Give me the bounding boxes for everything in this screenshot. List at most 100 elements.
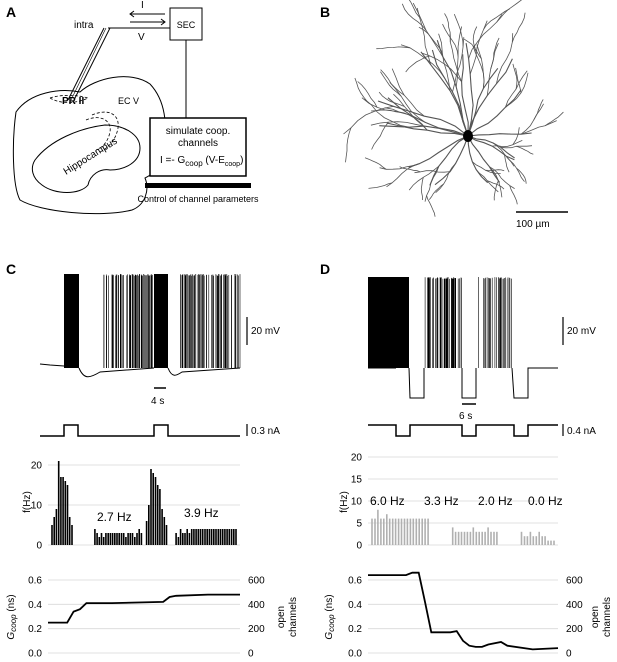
dendrite-branch [444,13,451,43]
frequency-bar [457,531,460,545]
eq-mid: (V-E [203,155,226,166]
dendrite-branch [461,54,469,137]
freq-annotation-d-3: 2.0 Hz [478,494,513,508]
frequency-bar [71,525,73,545]
current-symbol: I [141,0,144,11]
frequency-bar [226,529,228,545]
frequency-bar [454,531,457,545]
frequency-bar [150,469,152,545]
dendrite-branch [380,71,402,97]
frequency-bar [127,533,129,545]
frequency-bar [51,525,53,545]
frequency-bar [523,536,526,545]
freq-annotation-d-2: 3.3 Hz [424,494,459,508]
dendrite-branch [533,99,544,121]
pr2-label: PR II [62,96,84,107]
frequency-bar [553,540,555,545]
frequency-bar [98,537,101,545]
frequency-bar [134,537,136,545]
frequency-bar [138,529,140,545]
dendrite-branch [520,120,557,135]
conductance-line [368,571,559,651]
dendrite-branch [426,195,436,217]
frequency-bar [159,489,161,545]
membrane-baseline [167,367,241,376]
g-label-sub-c: coop [9,614,18,632]
frequency-bar [152,473,154,545]
dendrite-branch [492,140,523,148]
box-line-2: channels [178,138,218,149]
dendrite-branch [408,0,420,18]
frequency-bar [94,529,96,545]
frequency-bar [383,518,385,545]
sec-label: SEC [177,20,196,30]
dendrite-branch [512,63,518,90]
dendrite-branch [370,121,425,127]
frequency-bar [221,529,224,545]
frequency-bar [148,505,150,545]
frequency-bar [120,533,123,545]
frequency-bar [125,537,127,545]
frequency-bar [217,529,220,545]
conductance-line [48,593,240,624]
ec-layer-dashed-2 [85,117,111,151]
dendrite-branch [483,8,510,30]
frequency-bar [193,529,195,545]
y-tick-label: 10 [351,497,363,508]
dendrite-branch [368,182,393,189]
frequency-bar [532,536,535,545]
frequency-bar [424,518,426,545]
dendrite-branch [472,26,478,53]
open-axis-label-d-1: open [590,606,601,628]
frequency-bar [463,531,466,545]
frequency-bar [469,531,472,545]
open-channels-tick-label: 0 [566,649,572,660]
voltage-trace-c [39,274,241,378]
frequency-bar [184,533,186,545]
g-label-main-c: G [6,632,17,640]
voltage-symbol: V [138,32,145,43]
y-tick-label: 20 [31,461,43,472]
ecv-label: EC V [118,96,139,106]
voltage-arrow-icon [130,18,166,26]
neuron-morphology [343,0,564,217]
frequency-bar [140,533,143,545]
frequency-bar [544,536,546,545]
dendrite-branch [544,111,564,127]
dendrite-branch [401,3,427,31]
frequency-bar [201,529,204,545]
dendrite-branch [512,127,520,145]
dendrite-branch [354,77,372,106]
frequency-bar [409,518,412,545]
electrode-3 [70,27,107,101]
frequency-bar [496,531,498,545]
freq-annotation-c-1: 2.7 Hz [97,510,132,524]
frequency-bar [526,536,529,545]
frequency-bar [377,509,379,545]
frequency-bar [466,531,469,545]
dendrite-branch [485,169,505,172]
simulation-box [149,117,247,177]
open-axis-label-d-2: channels [602,597,613,637]
open-channels-tick-label: 200 [248,624,265,635]
dendrite-branch [467,135,501,183]
dendrite-branch [505,155,525,182]
dendrite-branch [442,23,459,57]
current-arrow-icon [129,10,165,18]
hippocampus-outline [31,124,141,193]
freq-annotation-c-2: 3.9 Hz [184,506,219,520]
dendrite-branch [357,81,378,108]
g-label-unit-c: (ns) [6,594,17,614]
frequency-bar [156,485,159,545]
frequency-bar [179,529,182,545]
frequency-bar [100,533,103,545]
frequency-bar [210,529,213,545]
frequency-bar [224,529,226,545]
current-scale-d: 0.4 nA [567,426,596,437]
dendrite-branch [408,165,440,191]
frequency-bar [475,531,478,545]
g-label-unit-d: (ns) [324,594,335,614]
